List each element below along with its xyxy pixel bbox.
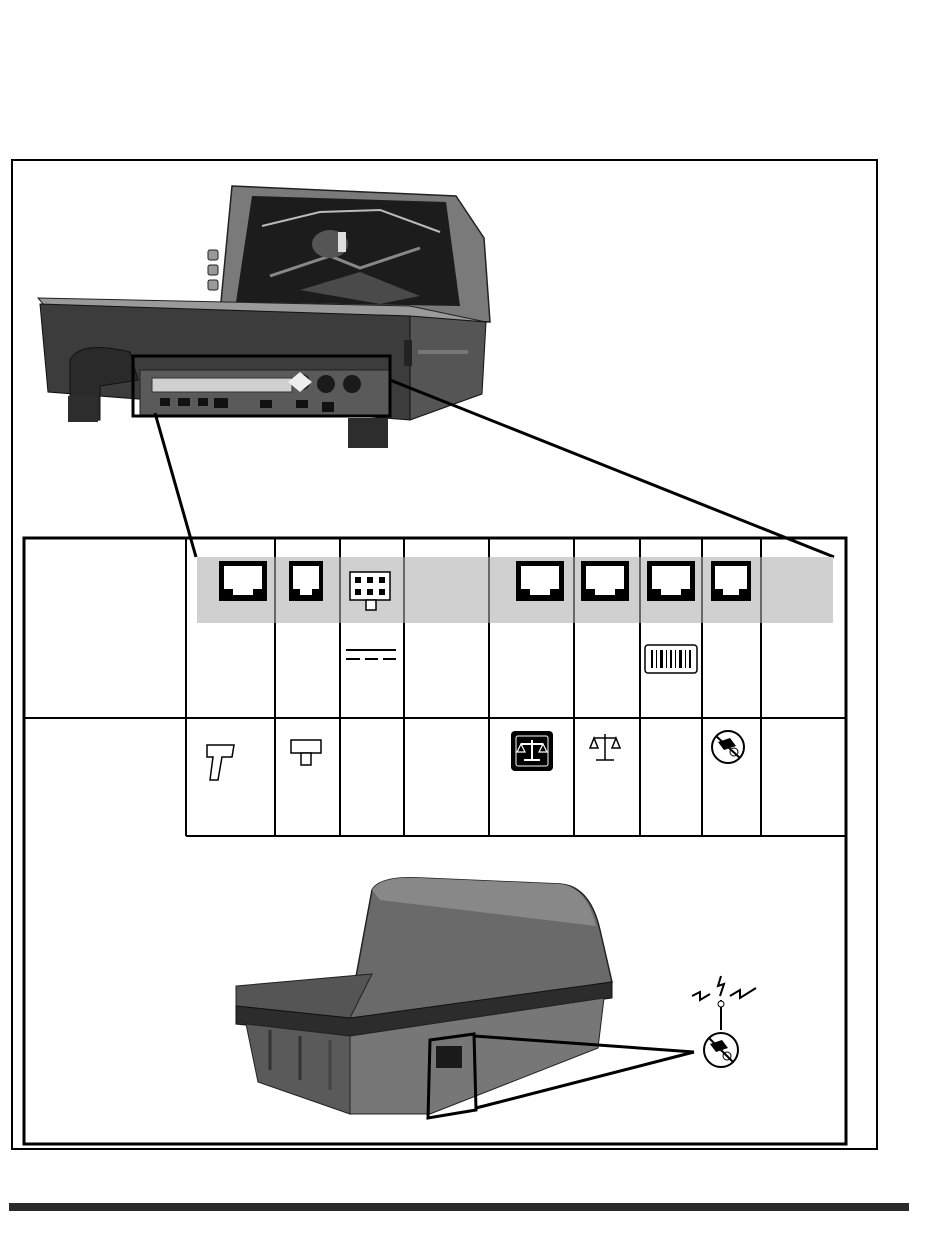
callout-line-left: [155, 413, 196, 557]
rj45-port-icon: [516, 561, 564, 601]
t-handle-icon: [291, 740, 321, 765]
scanner-side-photo: [236, 878, 612, 1114]
rj45-port-icon: [711, 561, 751, 601]
scale-icon: [590, 734, 620, 760]
rj45-port-icon: [289, 561, 323, 601]
rj45-port-icon: [219, 561, 267, 601]
eas-deactivation-icon: [712, 731, 744, 763]
rj45-port-icon: [581, 561, 629, 601]
scale-box-icon: [511, 731, 553, 771]
dc-power-symbol: [346, 650, 396, 659]
bioptic-scanner-photo: [38, 186, 490, 448]
barcode-symbol: [645, 645, 697, 673]
callout-line-right: [390, 380, 834, 557]
handheld-scanner-icon: [207, 745, 234, 780]
footer-rule: [9, 1203, 909, 1211]
rj45-port-icon: [647, 561, 695, 601]
eas-antenna-icon: [692, 976, 756, 1067]
